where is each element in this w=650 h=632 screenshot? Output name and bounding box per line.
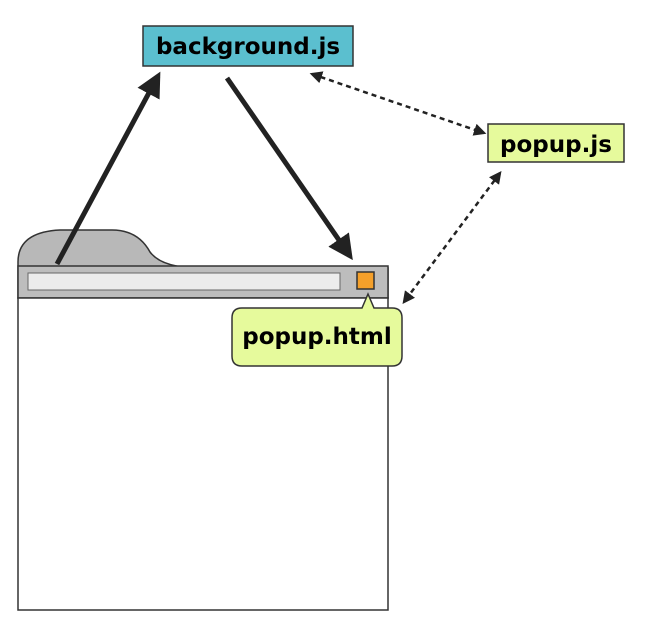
popup-js-node: popup.js (487, 123, 625, 163)
address-bar (27, 272, 341, 291)
extension-icon (356, 271, 375, 290)
dashed-arrow-popupjs-popuphtml (402, 170, 502, 305)
background-js-box (142, 25, 354, 67)
browser-window (17, 229, 389, 611)
arrow-background-to-extension-icon (224, 76, 353, 261)
background-js-node: background.js (142, 25, 354, 67)
background-js-label: background.js (156, 34, 340, 60)
arrow-tab-to-background (54, 71, 161, 266)
popup-html-label: popup.html (242, 324, 392, 350)
popup-html-node: popup.html (231, 292, 403, 367)
popup-js-box (487, 123, 625, 163)
popup-html-bubble (231, 292, 403, 367)
dashed-arrow-background-popupjs (309, 71, 487, 136)
popup-js-label: popup.js (500, 132, 612, 158)
